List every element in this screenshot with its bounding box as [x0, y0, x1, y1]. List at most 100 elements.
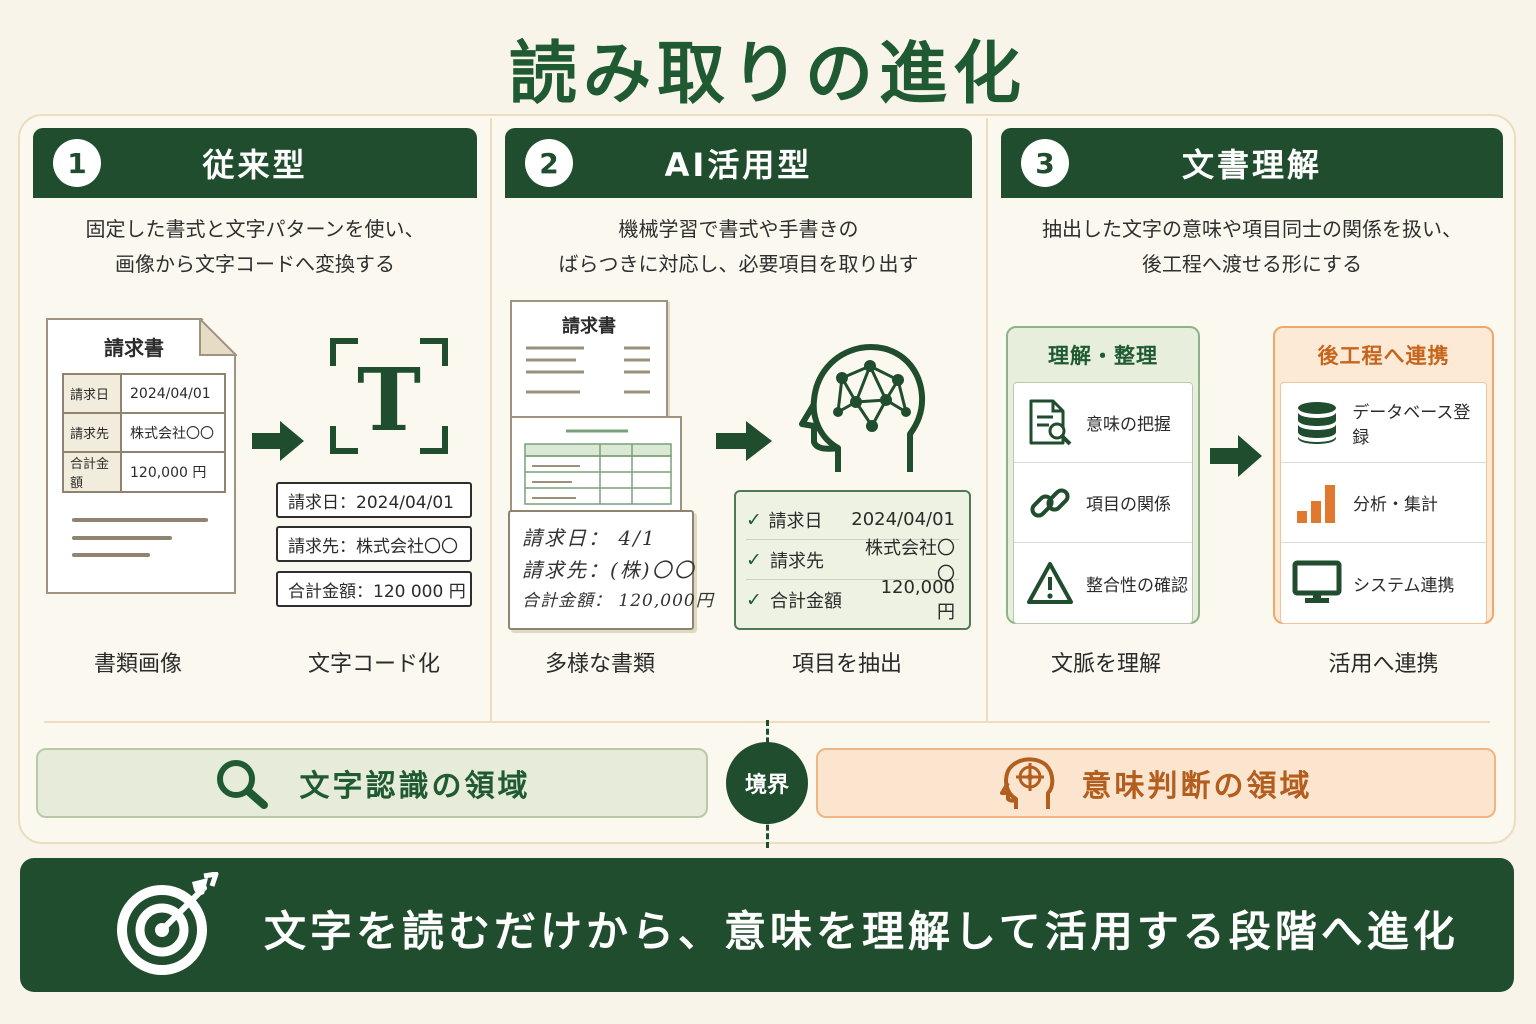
table-cell-label: 請求先 — [62, 412, 122, 453]
section-2-description: 機械学習で書式や手書きの ばらつきに対応し、必要項目を取り出す — [505, 212, 972, 282]
handwritten-line: 請求先：(株)〇〇 — [522, 558, 696, 582]
caption: 書類画像 — [93, 652, 182, 677]
link-icon — [1014, 480, 1086, 526]
table-cell-label: 合計金額 — [62, 451, 122, 493]
caption: 項目を抽出 — [791, 652, 902, 677]
target-icon — [117, 872, 219, 975]
field-value: 2024/04/01 — [851, 509, 955, 530]
caption: 文脈を理解 — [1050, 652, 1161, 677]
extracted-fields: ✓ 請求日 2024/04/01 ✓ 請求先 株式会社〇〇 ✓ 合計金額 120… — [734, 490, 971, 630]
document-title: 請求書 — [562, 316, 616, 337]
extracted-row: ✓ 合計金額 120,000 円 — [746, 577, 959, 623]
item-label: データベース登録 — [1352, 402, 1471, 448]
table-cell-label: 請求日 — [62, 373, 122, 414]
list-item: 分析・集計 — [1281, 463, 1486, 543]
handwritten-note: 請求日： 4/1 請求先：(株)〇〇 合計金額： 120,000円 — [508, 510, 714, 630]
document-search-icon — [1014, 399, 1086, 447]
band-label: 意味判断の領域 — [1081, 769, 1313, 804]
summary-footer: 文字を読むだけから、意味を理解して活用する段階へ進化 — [20, 858, 1514, 992]
table-sheet — [524, 429, 672, 505]
section-3-description: 抽出した文字の意味や項目同士の関係を扱い、 後工程へ渡せる形にする — [1001, 212, 1503, 282]
table-cell-value: 株式会社〇〇 — [120, 412, 226, 453]
item-label: 意味の把握 — [1086, 415, 1171, 435]
section-3-header: 3 文書理解 — [1001, 128, 1503, 198]
document-lines — [526, 346, 650, 394]
column-divider — [986, 118, 988, 722]
caption: 文字コード化 — [307, 652, 440, 677]
handwritten-line: 合計金額： 120,000円 — [522, 591, 714, 611]
search-icon — [216, 760, 268, 809]
check-icon: ✓ — [746, 508, 762, 531]
description-line: 機械学習で書式や手書きの — [618, 217, 859, 241]
bar-chart-icon — [1281, 483, 1353, 523]
ocr-result: 請求先：株式会社〇〇 — [276, 526, 472, 562]
column-divider — [490, 118, 492, 722]
monitor-icon — [1281, 560, 1353, 606]
summary-text: 文字を読むだけから、意味を理解して活用する段階へ進化 — [264, 907, 1459, 956]
field-label: 請求先 — [770, 550, 824, 572]
description-line: 後工程へ渡せる形にする — [1141, 252, 1363, 276]
section-title: 文書理解 — [1181, 146, 1322, 184]
brain-head-icon — [999, 757, 1054, 809]
section-title: 従来型 — [202, 146, 308, 184]
integrate-list: データベース登録 分析・集計 システム連携 — [1280, 382, 1487, 624]
table-cell-value: 120,000 円 — [120, 451, 226, 493]
field-value: 株式会社〇〇 — [865, 537, 955, 585]
check-icon: ✓ — [746, 548, 762, 571]
page-title: 読み取りの進化 — [508, 35, 1027, 114]
section-1-header: 1 従来型 — [33, 128, 477, 198]
page-fold-icon — [199, 318, 237, 356]
invoice-title: 請求書 — [104, 336, 164, 360]
understand-list: 意味の把握 項目の関係 整合性の確認 — [1013, 382, 1193, 624]
section-title: AI活用型 — [664, 146, 813, 184]
glyph-t: T — [357, 350, 421, 451]
database-icon — [1281, 400, 1352, 446]
item-label: 整合性の確認 — [1086, 575, 1188, 596]
description-line: 画像から文字コードへ変換する — [115, 252, 395, 276]
document-page — [510, 300, 668, 428]
ai-head-icon — [799, 344, 926, 472]
field-value: 120,000 円 — [880, 576, 955, 623]
ocr-result: 請求日：2024/04/01 — [276, 482, 472, 518]
handwritten-line: 請求日： 4/1 — [522, 526, 657, 550]
ocr-result: 合計金額：120 000 円 — [276, 571, 472, 607]
item-label: 分析・集計 — [1353, 495, 1438, 515]
arrow-right-icon — [1210, 435, 1262, 477]
caption: 活用へ連携 — [1328, 652, 1439, 677]
table-row: 請求先 株式会社〇〇 — [62, 412, 226, 453]
arrow-right-icon — [716, 421, 772, 461]
item-label: システム連携 — [1353, 575, 1455, 596]
meaning-judgment-band: 意味判断の領域 — [816, 748, 1496, 818]
list-item: 整合性の確認 — [1014, 543, 1192, 623]
description-line: ばらつきに対応し、必要項目を取り出す — [558, 252, 919, 276]
description-line: 抽出した文字の意味や項目同士の関係を扱い、 — [1042, 217, 1462, 241]
description-line: 固定した書式と文字パターンを使い、 — [85, 217, 425, 241]
field-label: 合計金額 — [770, 591, 842, 612]
extracted-row: ✓ 請求先 株式会社〇〇 — [746, 538, 959, 585]
integrate-box: 後工程へ連携 データベース登録 分析・集計 — [1273, 326, 1494, 624]
list-item: データベース登録 — [1281, 383, 1486, 463]
caption: 多様な書類 — [544, 652, 655, 677]
list-item: 意味の把握 — [1014, 383, 1192, 463]
understand-title: 理解・整理 — [1048, 344, 1158, 368]
section-number: 3 — [1021, 139, 1069, 187]
arrow-right-icon — [252, 421, 304, 461]
section-2-header: 2 AI活用型 — [505, 128, 972, 198]
section-number: 1 — [53, 139, 101, 187]
boundary-badge: 境界 — [726, 742, 808, 824]
section-number: 2 — [525, 139, 573, 187]
list-item: 項目の関係 — [1014, 463, 1192, 543]
section-1-description: 固定した書式と文字パターンを使い、 画像から文字コードへ変換する — [33, 212, 477, 282]
table-cell-value: 2024/04/01 — [120, 373, 226, 414]
field-label: 請求日 — [768, 510, 823, 532]
item-label: 項目の関係 — [1086, 495, 1171, 515]
table-row: 請求日 2024/04/01 — [62, 373, 226, 414]
table-row: 合計金額 120,000 円 — [62, 451, 226, 493]
list-item: システム連携 — [1281, 543, 1486, 623]
text-recognition-band: 文字認識の領域 — [36, 748, 708, 818]
invoice-table: 請求日 2024/04/01 請求先 株式会社〇〇 合計金額 120,000 円 — [62, 373, 226, 493]
text-line — [72, 536, 172, 540]
check-icon: ✓ — [746, 589, 762, 611]
integrate-title: 後工程へ連携 — [1317, 344, 1450, 368]
extracted-row: ✓ 請求日 2024/04/01 — [746, 500, 959, 540]
